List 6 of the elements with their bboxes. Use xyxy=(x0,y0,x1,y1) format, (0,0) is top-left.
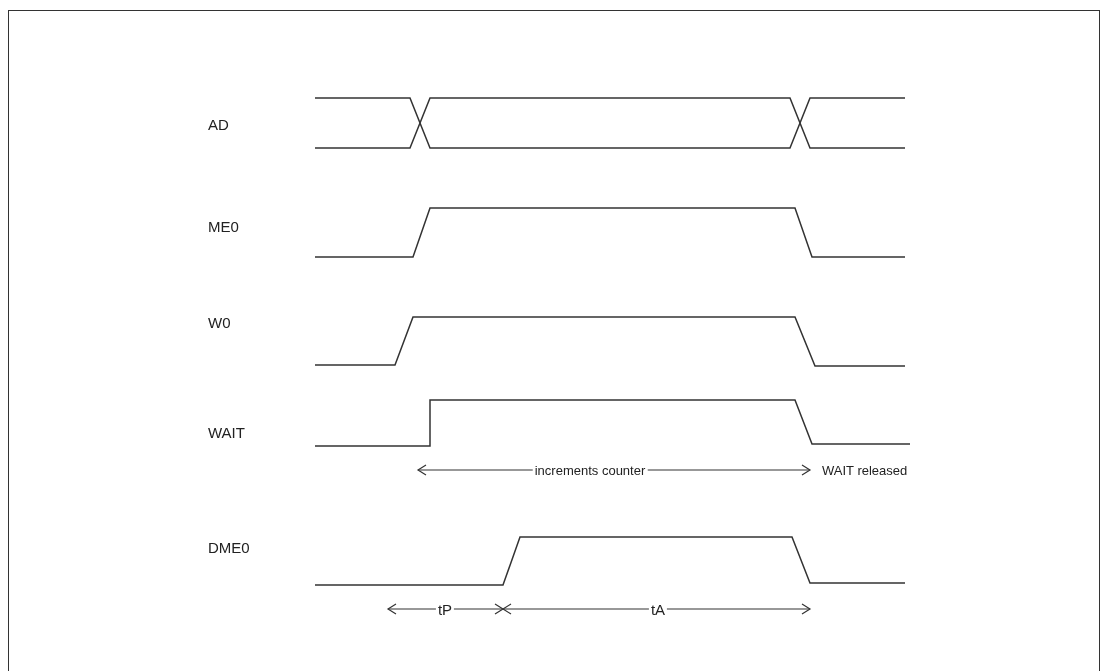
signal-label: WAIT xyxy=(208,423,245,441)
signal-label: W0 xyxy=(208,313,231,331)
signal-label: ME0 xyxy=(208,217,239,235)
signal-label: AD xyxy=(208,115,229,133)
annotation-text: WAIT released xyxy=(822,462,908,478)
signal-label: DME0 xyxy=(208,538,250,556)
